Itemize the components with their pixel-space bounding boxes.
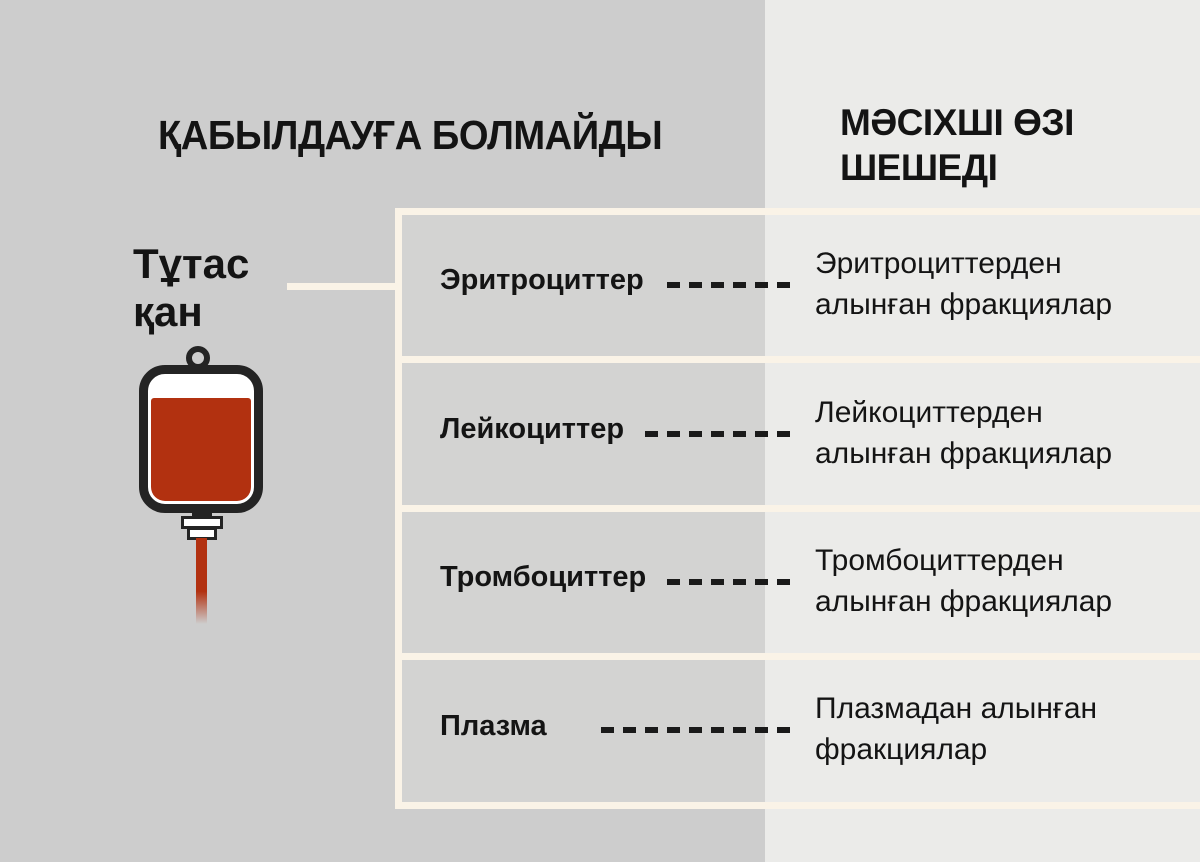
- right-panel-background: [765, 0, 1200, 862]
- fraction-description-erythrocytes: Эритроциттерден алынған фракциялар: [815, 247, 1113, 321]
- dashed-connector: [667, 579, 790, 585]
- fraction-description-leukocytes: Лейкоциттерден алынған фракциялар: [815, 396, 1113, 470]
- fraction-description-plasma: Плазмадан алынған фракциялар: [815, 692, 1098, 766]
- row-divider-top: [395, 208, 1200, 215]
- left-column-title: ҚАБЫЛДАУҒА БОЛМАЙДЫ: [158, 112, 663, 158]
- right-column-title: МӘСІХШІ ӨЗІ ШЕШЕДІ: [840, 102, 1074, 188]
- fraction-description-platelets: Тромбоциттерден алынған фракциялар: [815, 544, 1113, 618]
- component-label-erythrocytes: Эритроциттер: [440, 264, 644, 296]
- bag-tube: [196, 538, 207, 624]
- component-label-platelets: Тромбоциттер: [440, 561, 647, 593]
- row-divider-1: [395, 356, 1200, 363]
- row-divider-3: [395, 653, 1200, 660]
- bag-blood-fill: [151, 398, 251, 501]
- bag-body: [139, 365, 263, 513]
- component-label-leukocytes: Лейкоциттер: [440, 413, 625, 445]
- dashed-connector: [645, 431, 790, 437]
- dashed-connector: [667, 282, 790, 288]
- row-divider-2: [395, 505, 1200, 512]
- row-divider-bottom: [395, 802, 1200, 809]
- whole-blood-label: Тұтас қан: [133, 240, 250, 335]
- bag-port-neck: [192, 510, 212, 519]
- dashed-connector: [601, 727, 790, 733]
- component-label-plasma: Плазма: [440, 710, 547, 742]
- container-left-border: [395, 208, 402, 809]
- whole-blood-connector-line: [287, 283, 395, 290]
